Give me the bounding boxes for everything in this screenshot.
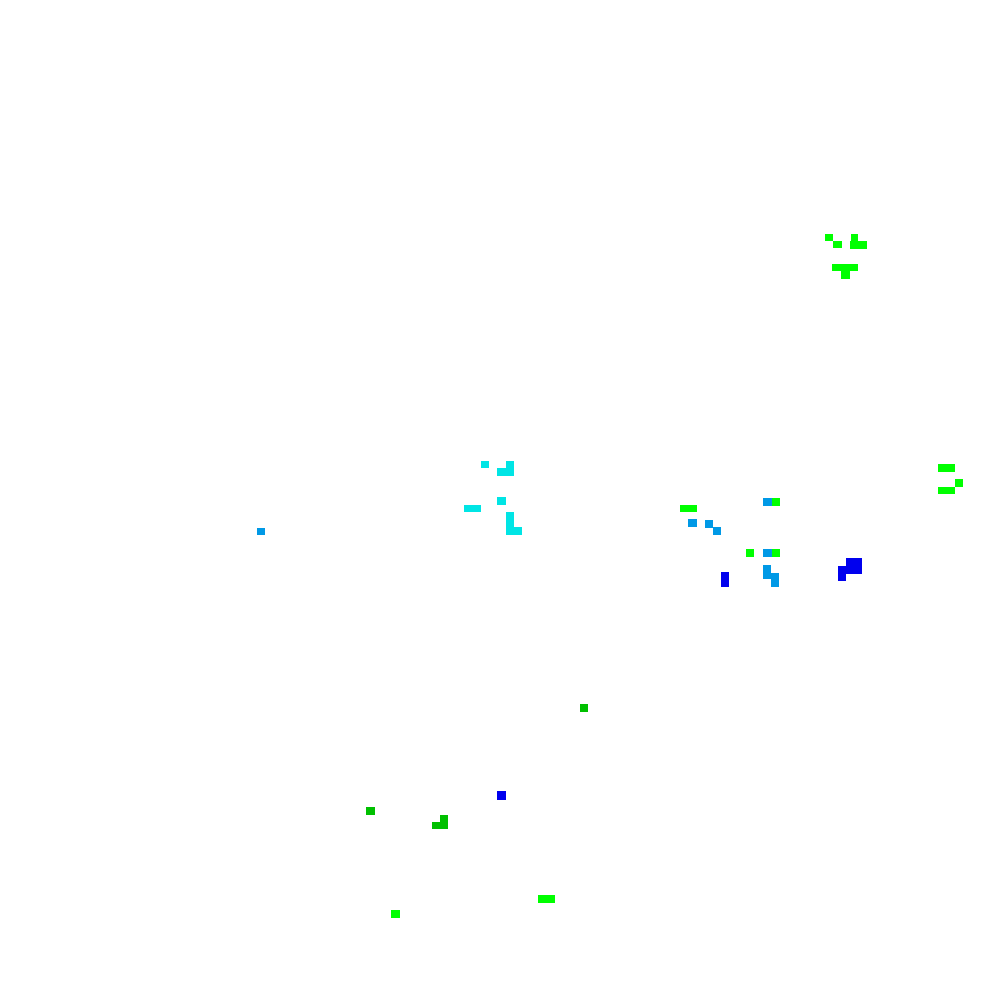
pixel-block-bright-green [746, 549, 754, 557]
pixel-block-cyan [506, 512, 514, 527]
pixel-block-green [432, 822, 448, 829]
pixel-block-sky-blue [705, 520, 713, 528]
pixel-block-bright-green [680, 505, 697, 512]
pixel-block-bright-green [850, 241, 867, 249]
pixel-block-bright-green [772, 549, 780, 557]
pixel-block-bright-green [851, 234, 858, 241]
pixel-block-cyan [497, 468, 514, 476]
pixel-block-sky-blue [688, 519, 697, 527]
pixel-block-sky-blue [763, 549, 772, 557]
pixel-block-bright-green [955, 479, 963, 487]
pixel-block-cyan [481, 461, 489, 468]
pixel-block-blue [838, 566, 846, 581]
pixel-block-bright-green [538, 895, 555, 903]
pixel-block-sky-blue [763, 565, 771, 579]
pixel-block-cyan [497, 497, 506, 505]
pixel-block-green [440, 815, 448, 823]
pixel-block-bright-green [841, 271, 850, 279]
pixel-block-cyan [506, 527, 522, 535]
pixel-block-bright-green [833, 241, 842, 248]
pixel-block-green [580, 704, 588, 712]
pixel-block-sky-blue [763, 498, 772, 506]
pixel-marks-layer [257, 234, 963, 918]
pixel-block-bright-green [938, 464, 955, 472]
pixel-block-cyan [464, 505, 481, 512]
pixel-block-bright-green [825, 234, 833, 241]
pixel-block-bright-green [938, 487, 955, 494]
pixel-block-bright-green [832, 264, 858, 271]
pixel-block-blue [497, 791, 506, 800]
pixel-block-blue [846, 558, 862, 574]
pixel-block-sky-blue [257, 528, 265, 535]
pixel-block-bright-green [772, 498, 780, 506]
pixel-block-sky-blue [771, 573, 779, 587]
pixel-block-blue [721, 572, 729, 587]
pixel-block-green [366, 807, 375, 815]
pixel-block-cyan [506, 461, 514, 468]
pixel-block-sky-blue [713, 527, 721, 535]
pixel-block-bright-green [391, 910, 400, 918]
